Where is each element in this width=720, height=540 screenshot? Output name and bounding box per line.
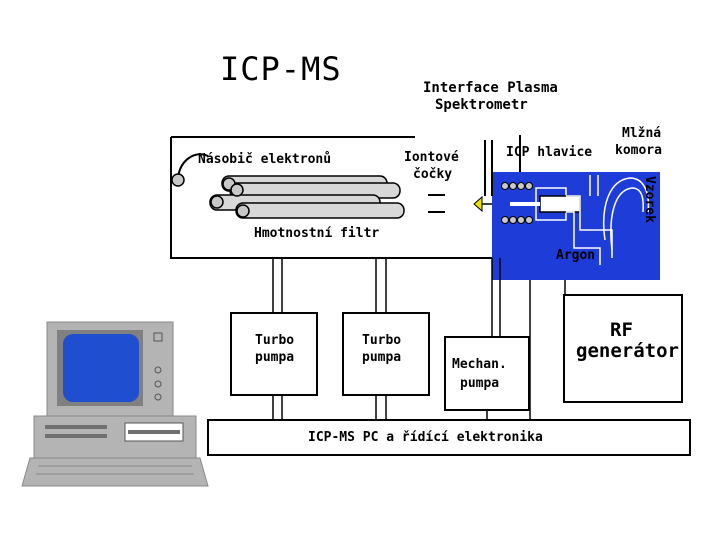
pc-electronics-label: ICP-MS PC a řídící elektronika — [308, 430, 543, 445]
turbo-pump-b-label-line2: pumpa — [362, 350, 402, 365]
plasma-block — [492, 172, 660, 280]
interface-label: Interface Plasma — [423, 80, 558, 96]
mass-filter-label: Hmotnostní filtr — [254, 226, 380, 241]
turbo-pump-b-label-line1: Turbo — [362, 333, 402, 348]
rf-label-line2: generátor — [576, 340, 679, 362]
turbo-pump-a-box — [230, 312, 318, 396]
torch-coil — [501, 182, 533, 224]
turbo-pump-b-box — [342, 312, 430, 396]
spray-chamber-label-line1: Mlžná — [622, 126, 662, 141]
argon-label: Argon — [556, 248, 596, 263]
diagram-title: ICP-MS — [220, 50, 342, 88]
spectrometer-label: Spektrometr — [435, 97, 528, 113]
turbo-pump-a-label-line1: Turbo — [255, 333, 295, 348]
mech-pump-label-line2: pumpa — [460, 376, 500, 391]
ion-lenses-label-line2: čočky — [413, 167, 453, 182]
spray-chamber-label-line2: komora — [615, 143, 662, 158]
mech-pump-label-line1: Mechan. — [452, 357, 507, 372]
pc-electronics-box — [207, 419, 691, 456]
turbo-pump-a-label-line2: pumpa — [255, 350, 295, 365]
rf-generator-box — [563, 294, 683, 403]
quadrupole-rods — [209, 175, 405, 219]
computer-screen — [63, 334, 139, 402]
sample-label: Vzorek — [642, 176, 657, 223]
interface-cone — [473, 195, 483, 213]
connection-lines — [272, 258, 566, 420]
mech-pump-box — [444, 336, 530, 411]
multiplier-end — [171, 173, 185, 187]
icp-torch — [510, 175, 650, 265]
computer — [21, 321, 209, 487]
ion-lenses-label-line1: Iontové — [404, 150, 459, 165]
icp-head-label: ICP hlavice — [506, 145, 593, 160]
rf-label-line1: RF — [610, 319, 633, 341]
ion-lenses — [428, 194, 445, 213]
multiplier-label: Násobič elektronů — [198, 152, 332, 167]
